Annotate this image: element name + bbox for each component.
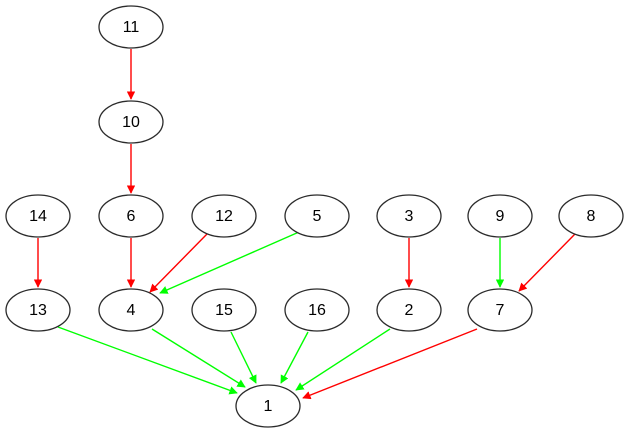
node-11[interactable]: 11 (98, 5, 164, 49)
edge-8-to-7 (518, 233, 576, 292)
node-8[interactable]: 8 (558, 194, 624, 238)
edge-2-to-1 (295, 328, 391, 391)
node-3-label: 3 (405, 208, 414, 225)
node-1-ellipse[interactable] (235, 384, 301, 428)
node-14-label: 14 (29, 208, 47, 225)
node-5-label: 5 (313, 208, 322, 225)
node-1-label: 1 (264, 398, 273, 415)
node-9-label: 9 (496, 208, 505, 225)
edge-15-to-1 (230, 331, 257, 384)
node-12-ellipse[interactable] (191, 194, 257, 238)
node-16-label: 16 (308, 302, 326, 319)
node-10-label: 10 (122, 114, 140, 131)
edge-13-to-1 (57, 326, 238, 395)
node-4-ellipse[interactable] (98, 288, 164, 332)
edge-12-to-4 (149, 233, 208, 293)
node-13-label: 13 (29, 302, 47, 319)
edge-16-to-1 (280, 331, 309, 384)
node-14-ellipse[interactable] (5, 194, 71, 238)
node-15[interactable]: 15 (191, 288, 257, 332)
edge-7-to-1 (302, 328, 478, 400)
node-3[interactable]: 3 (376, 194, 442, 238)
node-7[interactable]: 7 (467, 288, 533, 332)
node-11-ellipse[interactable] (98, 5, 164, 49)
node-7-ellipse[interactable] (467, 288, 533, 332)
node-12-label: 12 (215, 208, 233, 225)
node-13[interactable]: 13 (5, 288, 71, 332)
node-6[interactable]: 6 (98, 194, 164, 238)
node-9[interactable]: 9 (467, 194, 533, 238)
node-15-ellipse[interactable] (191, 288, 257, 332)
node-5-ellipse[interactable] (284, 194, 350, 238)
node-11-label: 11 (123, 19, 140, 36)
node-9-ellipse[interactable] (467, 194, 533, 238)
node-2-label: 2 (405, 302, 414, 319)
node-2-ellipse[interactable] (376, 288, 442, 332)
node-10-ellipse[interactable] (98, 100, 164, 144)
node-13-ellipse[interactable] (5, 288, 71, 332)
node-1[interactable]: 1 (235, 384, 301, 428)
edge-5-to-4 (159, 231, 300, 294)
edge-4-to-1 (151, 328, 246, 388)
node-10[interactable]: 10 (98, 100, 164, 144)
node-5[interactable]: 5 (284, 194, 350, 238)
node-6-ellipse[interactable] (98, 194, 164, 238)
node-7-label: 7 (496, 302, 505, 319)
node-2[interactable]: 2 (376, 288, 442, 332)
node-8-ellipse[interactable] (558, 194, 624, 238)
edges-layer (33, 49, 576, 400)
node-16-ellipse[interactable] (284, 288, 350, 332)
node-12[interactable]: 12 (191, 194, 257, 238)
node-15-label: 15 (215, 302, 233, 319)
node-4[interactable]: 4 (98, 288, 164, 332)
node-4-label: 4 (127, 302, 136, 319)
node-16[interactable]: 16 (284, 288, 350, 332)
node-14[interactable]: 14 (5, 194, 71, 238)
node-3-ellipse[interactable] (376, 194, 442, 238)
nodes-layer: 11 10 14 6 12 5 3 9 8 13 4 15 16 2 7 1 (5, 5, 624, 428)
node-8-label: 8 (587, 208, 596, 225)
node-6-label: 6 (127, 208, 136, 225)
